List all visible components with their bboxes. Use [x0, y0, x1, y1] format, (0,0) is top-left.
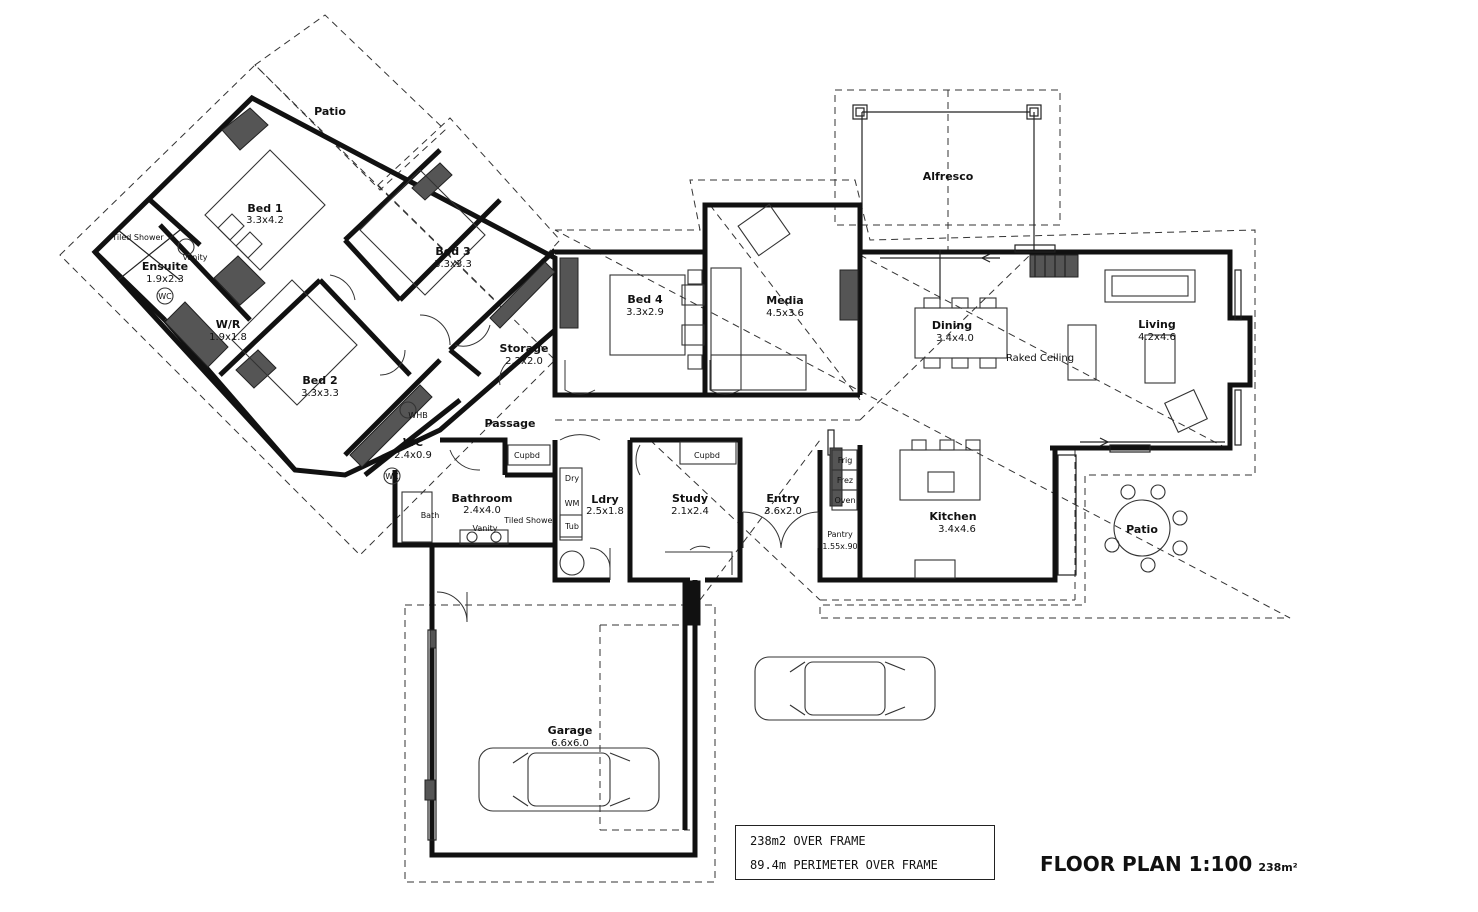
room-dims-living: 4.2x4.6 — [1138, 332, 1176, 343]
room-dims-bed1: 3.3x4.2 — [246, 215, 284, 226]
label-tiled-shower-bath: Tiled Shower — [503, 516, 556, 525]
room-name-kitchen: Kitchen — [929, 510, 976, 523]
room-name-wr: W/R — [216, 318, 241, 331]
room-name-bed4: Bed 4 — [627, 293, 663, 306]
room-name-bathroom: Bathroom — [452, 492, 513, 505]
main-walls — [392, 202, 1253, 858]
room-name-passage: Passage — [484, 417, 535, 430]
plan-title-text: FLOOR PLAN 1:100 — [1040, 852, 1253, 876]
label-wm: WM — [565, 499, 580, 508]
car-driveway — [754, 656, 936, 721]
label-wc-ensuite: WC — [158, 292, 172, 301]
plan-title: FLOOR PLAN 1:100 238m² — [1040, 852, 1298, 876]
room-name-storage: Storage — [500, 342, 549, 355]
room-name-entry: Entry — [766, 492, 799, 505]
label-vanity-ensuite: Vanity — [183, 253, 208, 262]
living-furniture — [710, 203, 1208, 579]
robes — [164, 107, 859, 507]
note-over-frame: 238m2 OVER FRAME — [750, 834, 866, 848]
room-name-patio-right: Patio — [1126, 523, 1158, 536]
room-name-media: Media — [766, 294, 803, 307]
windows — [424, 244, 1242, 841]
label-cupbd-study: Cupbd — [694, 451, 720, 460]
room-name-living: Living — [1138, 318, 1175, 331]
room-name-ensuite: Ensuite — [142, 260, 188, 273]
label-raked-ceiling: Raked Ceiling — [1006, 353, 1074, 364]
label-vanity-bath: Vanity — [473, 524, 498, 533]
label-frez: Frez — [837, 476, 853, 485]
label-dry: Dry — [565, 474, 579, 483]
beds — [204, 149, 705, 406]
room-dims-garage: 6.6x6.0 — [551, 738, 589, 749]
room-dims-dining: 3.4x4.0 — [936, 333, 974, 344]
room-dims-study: 2.1x2.4 — [671, 506, 709, 517]
room-name-patio-top: Patio — [314, 105, 346, 118]
room-dims-kitchen: 3.4x4.6 — [938, 524, 976, 535]
room-dims-wc: 2.4x0.9 — [394, 450, 432, 461]
label-frig: Frig — [838, 456, 853, 465]
room-dims-entry: 3.6x2.0 — [764, 506, 802, 517]
area-notes-box: 238m2 OVER FRAME 89.4m PERIMETER OVER FR… — [735, 825, 995, 880]
room-name-study: Study — [672, 492, 708, 505]
room-dims-wr: 1.9x1.8 — [209, 332, 247, 343]
room-dims-bed4: 3.3x2.9 — [626, 307, 664, 318]
label-bath: Bath — [421, 511, 440, 520]
room-dims-storage: 2.2x2.0 — [505, 356, 543, 367]
label-tub: Tub — [564, 522, 579, 531]
room-name-alfresco: Alfresco — [923, 170, 974, 183]
room-dims-pantry: 1.55x.90 — [822, 542, 857, 551]
fixture-labels: Tiled Shower Vanity WC WHB WC Bath Vanit… — [111, 233, 1074, 533]
label-wc-toilet: WC — [385, 472, 399, 481]
room-dims-ldry: 2.5x1.8 — [586, 506, 624, 517]
car-garage — [478, 747, 660, 812]
bedroom-wing-walls — [91, 94, 558, 478]
label-tiled-shower-ensuite: Tiled Shower — [111, 233, 164, 242]
doors — [329, 274, 819, 623]
room-name-bed1: Bed 1 — [247, 202, 282, 215]
plan-title-area: 238m² — [1258, 861, 1298, 874]
room-name-garage: Garage — [548, 724, 593, 737]
room-name-bed2: Bed 2 — [302, 374, 337, 387]
room-name-bed3: Bed 3 — [435, 245, 470, 258]
roof-outline — [59, 14, 1291, 883]
label-whb: WHB — [408, 411, 427, 420]
room-name-pantry: Pantry — [827, 530, 853, 539]
room-labels: Patio Bed 1 3.3x4.2 Bed 3 3.3x3.3 Ensuit… — [142, 105, 1176, 749]
room-dims-bed2: 3.3x3.3 — [301, 388, 339, 399]
room-name-dining: Dining — [932, 319, 972, 332]
label-cupbd-passage: Cupbd — [514, 451, 540, 460]
raked-arrows — [880, 250, 1225, 447]
label-oven: Oven — [834, 496, 855, 505]
room-name-wc: WC — [403, 436, 423, 449]
room-dims-bed3: 3.3x3.3 — [434, 259, 472, 270]
alfresco-posts — [852, 104, 1042, 250]
room-name-ldry: Ldry — [591, 493, 618, 506]
room-dims-media: 4.5x3.6 — [766, 308, 804, 319]
note-perimeter: 89.4m PERIMETER OVER FRAME — [750, 858, 938, 872]
room-dims-ensuite: 1.9x2.3 — [146, 274, 184, 285]
room-dims-bathroom: 2.4x4.0 — [463, 505, 501, 516]
wet-fixtures — [117, 229, 858, 576]
